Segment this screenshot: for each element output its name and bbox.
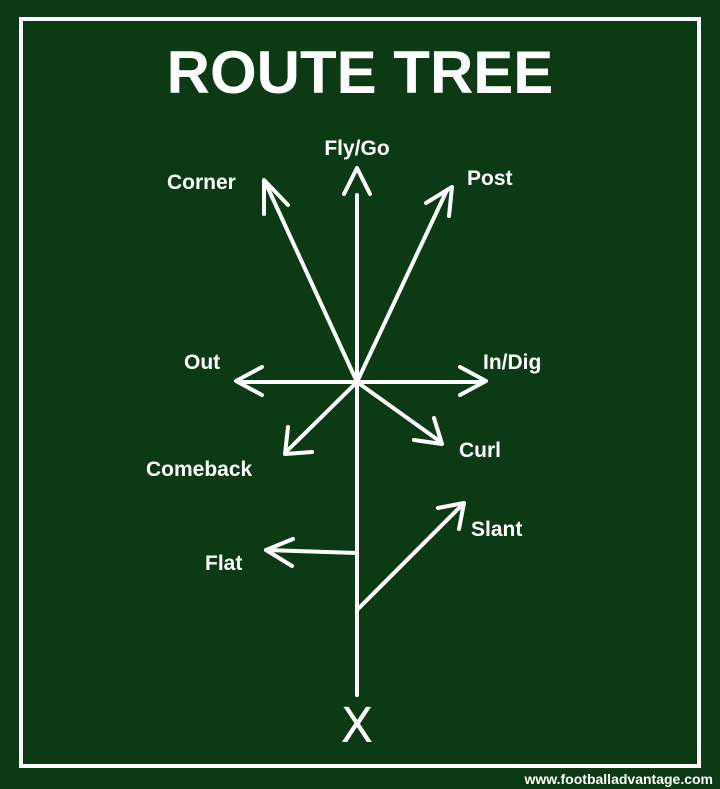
label-curl: Curl bbox=[459, 439, 501, 462]
label-fly-go: Fly/Go bbox=[324, 137, 389, 160]
curl-route-line bbox=[355, 380, 440, 442]
comeback-arrowhead bbox=[283, 425, 314, 456]
label-in-dig: In/Dig bbox=[483, 351, 541, 374]
flat-arrowhead bbox=[264, 537, 295, 568]
curl-arrowhead bbox=[412, 416, 444, 446]
label-comeback: Comeback bbox=[146, 458, 253, 481]
corner-route-line bbox=[265, 184, 359, 384]
watermark-text: www.footballadvantage.com bbox=[523, 771, 713, 787]
in-dig-arrowhead bbox=[458, 365, 488, 397]
flat-route-line bbox=[264, 548, 359, 555]
label-flat: Flat bbox=[205, 552, 242, 575]
board-border bbox=[19, 17, 701, 768]
slant-arrowhead bbox=[436, 501, 466, 531]
label-slant: Slant bbox=[471, 518, 522, 541]
label-out: Out bbox=[184, 351, 220, 374]
corner-arrowhead bbox=[262, 178, 290, 216]
out-arrowhead bbox=[234, 365, 264, 397]
receiver-x-marker: X bbox=[341, 698, 374, 754]
slant-route-line bbox=[355, 503, 464, 612]
label-corner: Corner bbox=[167, 171, 236, 194]
diagram-title: ROUTE TREE bbox=[167, 39, 554, 106]
comeback-route-line bbox=[286, 380, 359, 452]
label-post: Post bbox=[467, 167, 513, 190]
fly-go-arrowhead bbox=[342, 166, 372, 196]
post-route-line bbox=[355, 188, 449, 384]
post-arrowhead bbox=[424, 185, 454, 218]
